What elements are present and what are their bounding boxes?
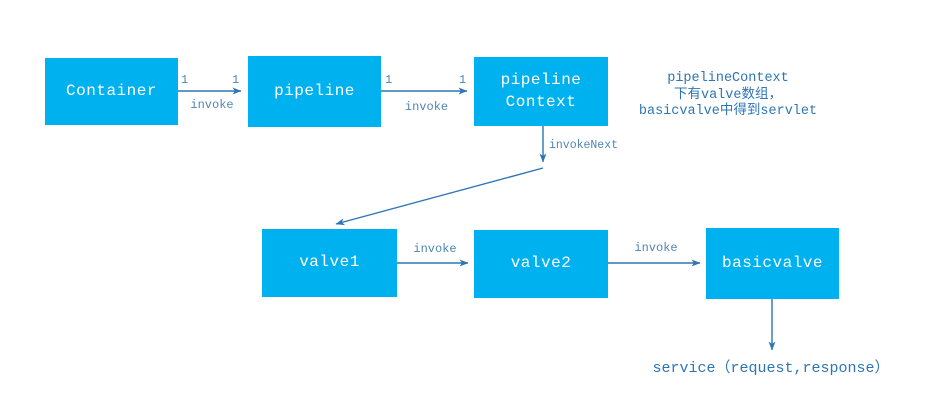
node-basicvalve: basicvalve xyxy=(706,228,839,299)
node-valve2: valve2 xyxy=(474,230,608,298)
multiplicity-pipeline-side: 1 xyxy=(232,73,240,87)
node-pipeline: pipeline xyxy=(248,56,381,127)
edge-label-invoke-valve1-valve2: invoke xyxy=(413,242,457,256)
multiplicity-pipeline-out-side: 1 xyxy=(385,73,393,87)
annotation-line-3: basicvalve中得到servlet xyxy=(638,104,818,119)
edge-label-invoke-valve2-basicvalve: invoke xyxy=(634,241,678,255)
node-pipeline-context: pipeline Context xyxy=(474,57,608,126)
annotation-line-1: pipelineContext xyxy=(667,71,789,86)
arrow-invokenext-to-valve1 xyxy=(335,167,544,226)
node-valve1: valve1 xyxy=(262,229,397,297)
annotation-note: pipelineContext 下有valve数组， basicvalve中得到… xyxy=(617,71,839,121)
multiplicity-container-side: 1 xyxy=(181,73,189,87)
edge-label-invoke-container-pipeline: invoke xyxy=(190,98,234,112)
node-container: Container xyxy=(45,58,178,125)
service-call-label: service（request,response） xyxy=(652,360,890,377)
edge-label-invoke-pipeline-context: invoke xyxy=(404,100,449,114)
annotation-line-2: 下有valve数组， xyxy=(673,87,782,103)
multiplicity-context-side: 1 xyxy=(459,73,467,87)
edge-label-invokenext: invokeNext xyxy=(549,139,619,152)
